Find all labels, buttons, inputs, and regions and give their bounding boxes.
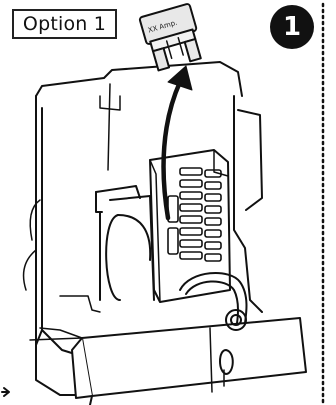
- connector-cover: [30, 310, 306, 405]
- fuse-slot: [180, 192, 202, 199]
- fuse-slot: [168, 228, 178, 254]
- fuse-slot: [180, 228, 202, 235]
- fuse-slots: [168, 168, 221, 261]
- fuse-slot: [180, 204, 202, 211]
- fuse-slot: [205, 194, 221, 201]
- fuse-slot: [180, 216, 202, 223]
- fuse-slot: [180, 180, 202, 187]
- fuse-slot: [205, 254, 221, 261]
- removal-arrow-head: [168, 66, 192, 90]
- step-number-badge: 1: [270, 5, 314, 49]
- fuse-slot: [205, 206, 221, 213]
- relay-component: [96, 186, 154, 300]
- blade-fuse-icon: XX Amp.: [139, 3, 204, 71]
- fuse-slot: [180, 168, 202, 175]
- fuse-slot: [205, 218, 221, 225]
- option-label: Option 1: [12, 9, 117, 39]
- wire-harness: [180, 273, 247, 330]
- small-arrow-icon: [2, 388, 9, 396]
- fuse-slot: [180, 252, 202, 259]
- fuse-slot: [205, 242, 221, 249]
- fuse-slot: [205, 230, 221, 237]
- fuse-slot: [205, 182, 221, 189]
- fuse-slot: [180, 240, 202, 247]
